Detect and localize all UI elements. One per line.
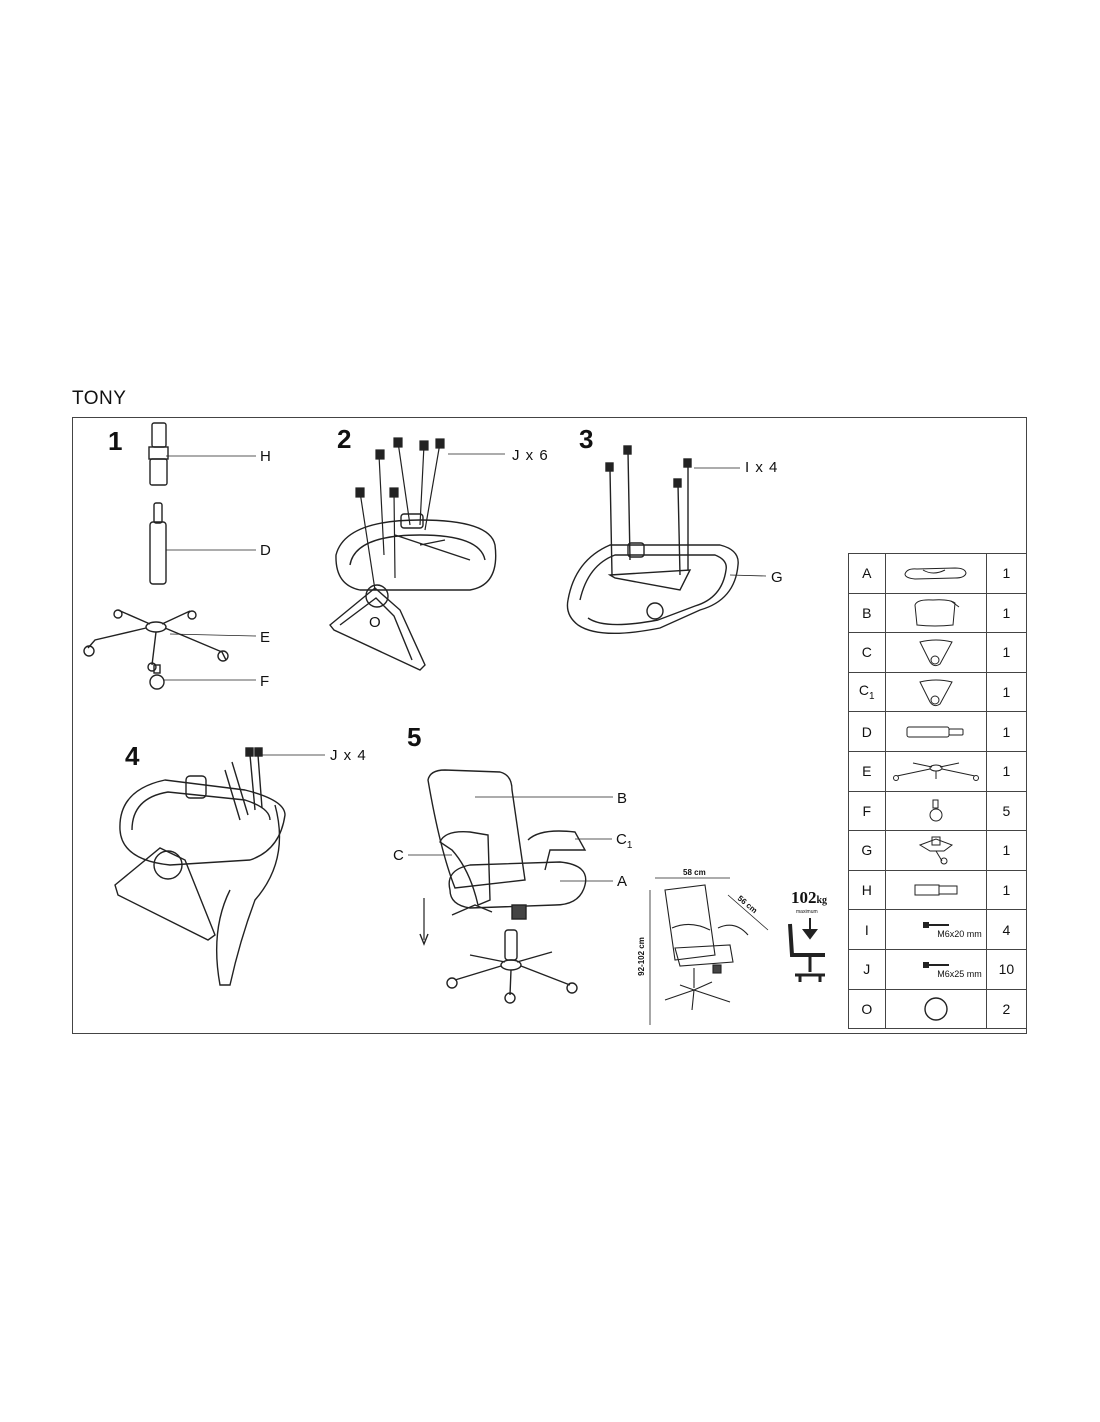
step-5-number: 5 — [407, 722, 422, 752]
mechanism-icon — [886, 835, 986, 865]
part-letter: C — [848, 632, 886, 673]
part-image: M6x20 mm — [884, 909, 987, 950]
label-c: C — [393, 847, 404, 864]
seat-icon — [886, 564, 986, 582]
part-image — [884, 750, 987, 792]
caster-icon — [886, 798, 986, 824]
part-letter: G — [848, 830, 886, 871]
part-letter: F — [848, 790, 886, 832]
part-image — [884, 790, 987, 832]
part-letter: J — [848, 948, 886, 990]
part-image — [884, 553, 987, 594]
part-quantity: 5 — [985, 790, 1028, 832]
label-o: O — [369, 614, 381, 631]
label-g: G — [771, 569, 783, 586]
part-quantity: 4 — [985, 909, 1028, 950]
step-2-callout: J x 6 — [512, 447, 549, 464]
gas-lift-d-drawing — [149, 502, 256, 585]
armrest-icon — [886, 676, 986, 708]
part-quantity: 1 — [985, 750, 1028, 792]
part-image — [884, 592, 987, 634]
part-image — [884, 711, 987, 752]
caster-f-drawing — [149, 664, 256, 690]
part-quantity: 2 — [985, 988, 1028, 1030]
star-base-icon — [886, 760, 986, 782]
part-quantity: 1 — [985, 830, 1028, 871]
dimension-chair-drawing — [649, 877, 769, 1025]
part-image — [884, 671, 987, 713]
cylinder-cover-h-drawing — [148, 422, 256, 486]
step-2-seat-drawing — [329, 513, 497, 671]
part-quantity: 1 — [985, 711, 1028, 752]
step-4-seat-drawing — [114, 747, 325, 986]
label-c1: C1 — [616, 831, 633, 851]
gas-lift-icon — [886, 724, 986, 740]
armrest-icon — [886, 636, 986, 668]
step-2-number: 2 — [337, 424, 352, 454]
label-f: F — [260, 673, 270, 690]
bolt-icon — [886, 920, 986, 930]
document-title: TONY — [72, 388, 127, 409]
part-quantity: 10 — [985, 948, 1028, 990]
cylinder-cover-icon — [886, 882, 986, 898]
part-quantity: 1 — [985, 553, 1028, 594]
step-3-callout: I x 4 — [745, 459, 779, 476]
label-d: D — [260, 542, 271, 559]
bolt-spec: M6x25 mm — [937, 968, 982, 979]
max-load-note: maximum — [796, 909, 818, 915]
part-quantity: 1 — [985, 632, 1028, 673]
part-quantity: 1 — [985, 869, 1028, 911]
label-a: A — [617, 873, 628, 890]
ring-icon — [886, 994, 986, 1024]
part-quantity: 1 — [985, 592, 1028, 634]
step-4-number: 4 — [125, 741, 140, 771]
instructions-frame — [72, 417, 1027, 1034]
label-e: E — [260, 629, 271, 646]
part-image — [884, 988, 987, 1030]
part-letter: I — [848, 909, 886, 950]
part-image — [884, 632, 987, 673]
step-3-number: 3 — [579, 424, 594, 454]
part-letter: H — [848, 869, 886, 911]
step-3-seat-drawing — [566, 445, 767, 634]
part-letter: O — [848, 988, 886, 1030]
part-image — [884, 830, 987, 871]
star-base-e-drawing — [83, 609, 257, 672]
part-image — [884, 869, 987, 911]
part-letter: E — [848, 750, 886, 792]
step-4-callout: J x 4 — [330, 747, 367, 764]
step-1-number: 1 — [108, 426, 123, 456]
bolt-spec: M6x20 mm — [937, 929, 982, 940]
step-2-bolts — [355, 437, 505, 591]
step-5-chair-drawing — [408, 769, 613, 1004]
backrest-icon — [886, 597, 986, 629]
max-load-badge: 102kg — [791, 888, 828, 907]
part-letter: B — [848, 592, 886, 634]
part-letter: A — [848, 553, 886, 594]
part-quantity: 1 — [985, 671, 1028, 713]
part-image: M6x25 mm — [884, 948, 987, 990]
part-letter: D — [848, 711, 886, 752]
bolt-icon — [886, 960, 986, 970]
max-load-icon — [788, 918, 825, 982]
dimension-width: 58 cm — [683, 868, 706, 877]
parts-row: C1 1 — [848, 671, 1028, 713]
label-b: B — [617, 790, 628, 807]
part-letter: C1 — [848, 671, 886, 713]
label-h: H — [260, 448, 271, 465]
